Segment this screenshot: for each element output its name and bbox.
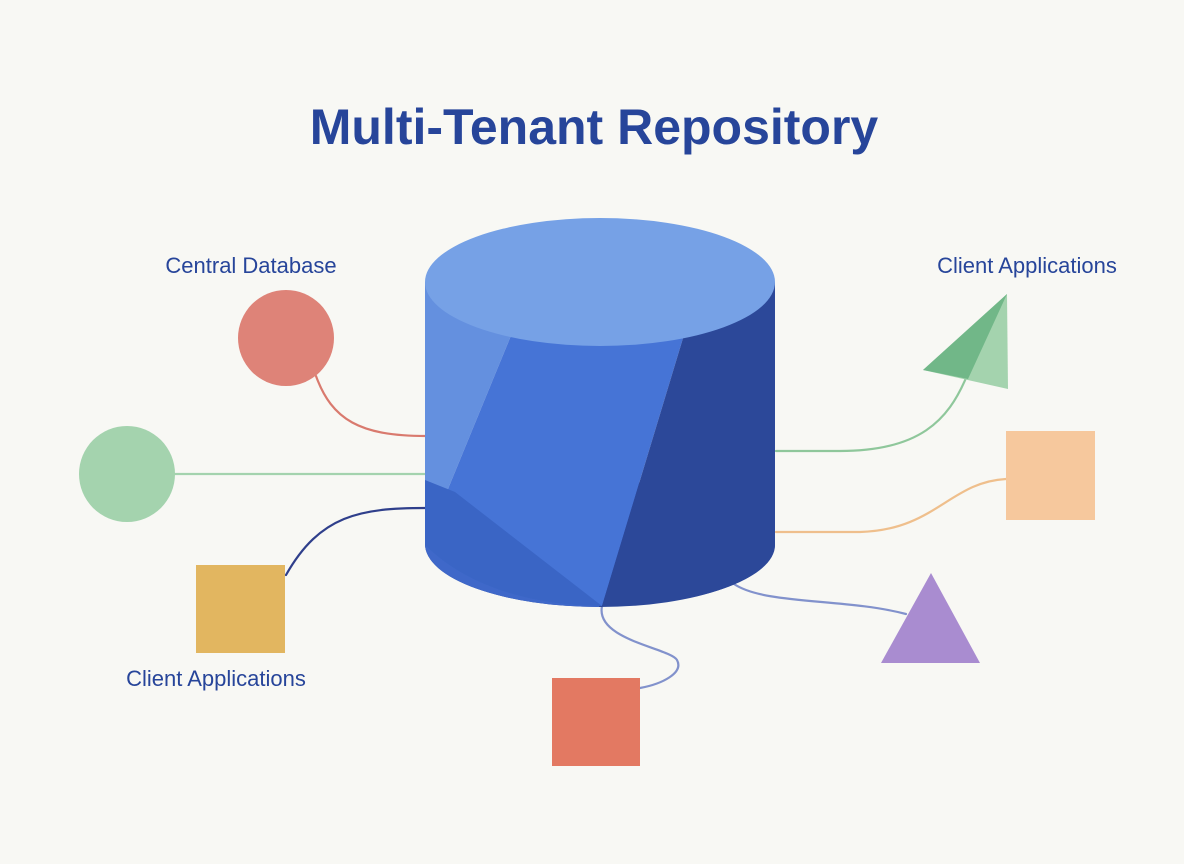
- label-client-applications-right: Client Applications: [937, 253, 1117, 278]
- connector-orange-red-square: [600, 604, 680, 690]
- label-client-applications-left: Client Applications: [126, 666, 306, 691]
- green-triangle-node: [923, 294, 1008, 389]
- red-circle-node: [238, 290, 334, 386]
- connector-green-triangle: [774, 376, 968, 453]
- connector-peach-square: [774, 477, 1008, 534]
- connector-purple-triangle: [732, 582, 908, 616]
- green-circle-node: [79, 426, 175, 522]
- yellow-square-node: [196, 565, 285, 653]
- orange-red-square-node: [552, 678, 640, 766]
- peach-square-node: [1006, 431, 1095, 520]
- connector-yellow-square: [284, 506, 428, 577]
- database-cylinder: [425, 218, 775, 607]
- page-title: Multi-Tenant Repository: [310, 99, 879, 155]
- connector-red-circle: [314, 374, 428, 438]
- purple-triangle-node: [881, 573, 980, 663]
- label-central-database: Central Database: [165, 253, 336, 278]
